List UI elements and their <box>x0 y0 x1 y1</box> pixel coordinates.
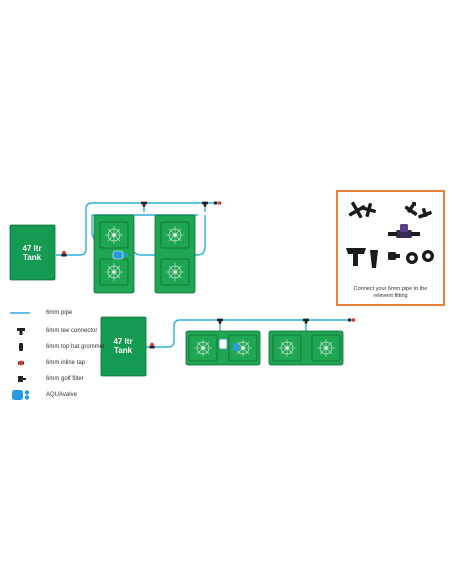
lower-aquavalve <box>218 338 239 351</box>
fittings-caption-line-2: relevent fitting <box>373 292 408 299</box>
tee-fittings-icon <box>404 202 432 219</box>
lower-pot-tray-2 <box>268 330 344 366</box>
aquavalve-icon <box>12 390 30 400</box>
fittings-caption: Connect your 6mm pipe to the relevent fi… <box>338 286 443 299</box>
grommet-icon <box>19 343 23 351</box>
fittings-caption-line-1: Connect your 6mm pipe to the <box>353 286 428 292</box>
legend-label-pipe: 6mm pipe <box>46 310 73 316</box>
upper-tank <box>9 224 56 281</box>
lower-tank-label: 47 ltr Tank <box>103 337 143 355</box>
lower-tank-word: Tank <box>113 346 133 355</box>
upper-tee-connector <box>141 201 147 207</box>
cross-connector-icon <box>348 201 376 219</box>
valve-fitting-icon <box>388 224 420 238</box>
fittings-panel: Connect your 6mm pipe to the relevent fi… <box>336 190 445 306</box>
upper-end-plug <box>214 201 222 205</box>
fittings-illustration <box>346 201 434 268</box>
legend-item-tee: 6mm tee connector <box>8 324 97 338</box>
lower-tee-connector <box>217 318 223 324</box>
pipe-icon <box>10 312 30 314</box>
stake-fitting-icon <box>346 248 378 268</box>
upper-aquavalve <box>112 250 129 260</box>
upper-system <box>9 201 222 294</box>
upper-pot-tray-2 <box>154 214 196 294</box>
legend-label-filter: 6mm golf filter <box>46 376 84 382</box>
upper-tank-capacity: 47 ltr <box>22 244 42 253</box>
lower-inline-tap <box>149 342 155 349</box>
legend-item-filter: 6mm golf filter <box>8 372 84 386</box>
lower-system <box>100 316 356 377</box>
upper-tee-connector-2 <box>202 201 208 207</box>
upper-tank-word: Tank <box>22 253 42 262</box>
tee-connector-icon <box>17 328 25 335</box>
inline-tap-icon <box>18 360 24 366</box>
lower-tank <box>100 316 147 377</box>
legend-item-tap: 6mm inline tap <box>8 356 85 370</box>
lower-tank-capacity: 47 ltr <box>113 337 133 346</box>
lower-tee-connector-2 <box>303 318 309 324</box>
upper-inline-tap <box>61 250 67 257</box>
lower-end-plug <box>348 318 356 322</box>
upper-tank-label: 47 ltr Tank <box>12 244 52 262</box>
legend-label-grommet: 6mm top hat grommet <box>46 344 105 350</box>
golf-filter-icon <box>18 376 26 382</box>
legend-label-aquavalve: AQUAvalve <box>46 392 77 398</box>
grommet-fittings-icon <box>388 250 434 264</box>
legend-item-grommet: 6mm top hat grommet <box>8 340 105 354</box>
legend-item-aquavalve: AQUAvalve <box>8 388 77 402</box>
legend-item-pipe: 6mm pipe <box>8 306 72 320</box>
legend-label-tap: 6mm inline tap <box>46 360 86 366</box>
legend-label-tee: 6mm tee connector <box>46 328 98 334</box>
